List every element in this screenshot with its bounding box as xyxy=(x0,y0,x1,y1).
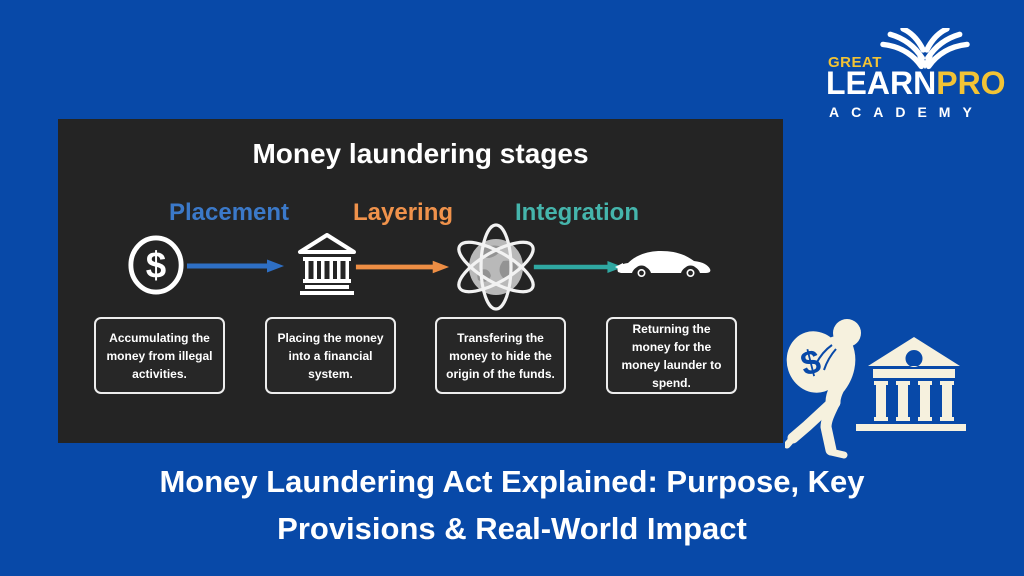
logo-word-learn: LEARN xyxy=(826,65,937,101)
money-laundering-stages-panel: Money laundering stages Placement Layeri… xyxy=(58,119,783,443)
arrow-integration-to-spend xyxy=(533,261,624,273)
stage-label-integration: Integration xyxy=(515,199,639,226)
panel-title: Money laundering stages xyxy=(252,138,589,169)
stage-label-placement: Placement xyxy=(168,199,290,226)
brand-logo: GREAT LEARNPRO ACADEMY xyxy=(818,28,1013,124)
arrow-layering-to-integration xyxy=(355,260,450,274)
svg-text:$: $ xyxy=(146,245,166,286)
logo-word-pro: PRO xyxy=(936,65,1006,101)
stage-description-spending: Returning the money for the money launde… xyxy=(606,317,737,394)
person-carrying-money-bag-icon: $ xyxy=(785,319,861,459)
dollar-coin-icon: $ xyxy=(128,235,184,295)
globe-network-icon xyxy=(457,223,535,311)
logo-word-academy: ACADEMY xyxy=(829,104,984,120)
sports-car-icon xyxy=(615,251,711,281)
stage-label-layering: Layering xyxy=(352,199,454,226)
arrow-placement-to-layering xyxy=(187,259,284,273)
bank-building-icon xyxy=(856,337,966,431)
video-title-line1: Money Laundering Act Explained: Purpose,… xyxy=(159,464,865,499)
logo-word-great: GREAT xyxy=(828,54,882,71)
logo-word-learnpro: LEARNPRO xyxy=(826,65,1006,102)
bank-icon xyxy=(298,233,356,295)
stage-description-layering: Placing the money into a financial syste… xyxy=(265,317,396,394)
stage-description-integration: Transfering the money to hide the origin… xyxy=(435,317,566,394)
video-title-line2: Provisions & Real-World Impact xyxy=(277,511,747,546)
stage-description-placement: Accumulating the money from illegal acti… xyxy=(94,317,225,394)
video-title: Money Laundering Act Explained: Purpose,… xyxy=(0,458,1024,552)
open-book-icon xyxy=(880,28,970,70)
